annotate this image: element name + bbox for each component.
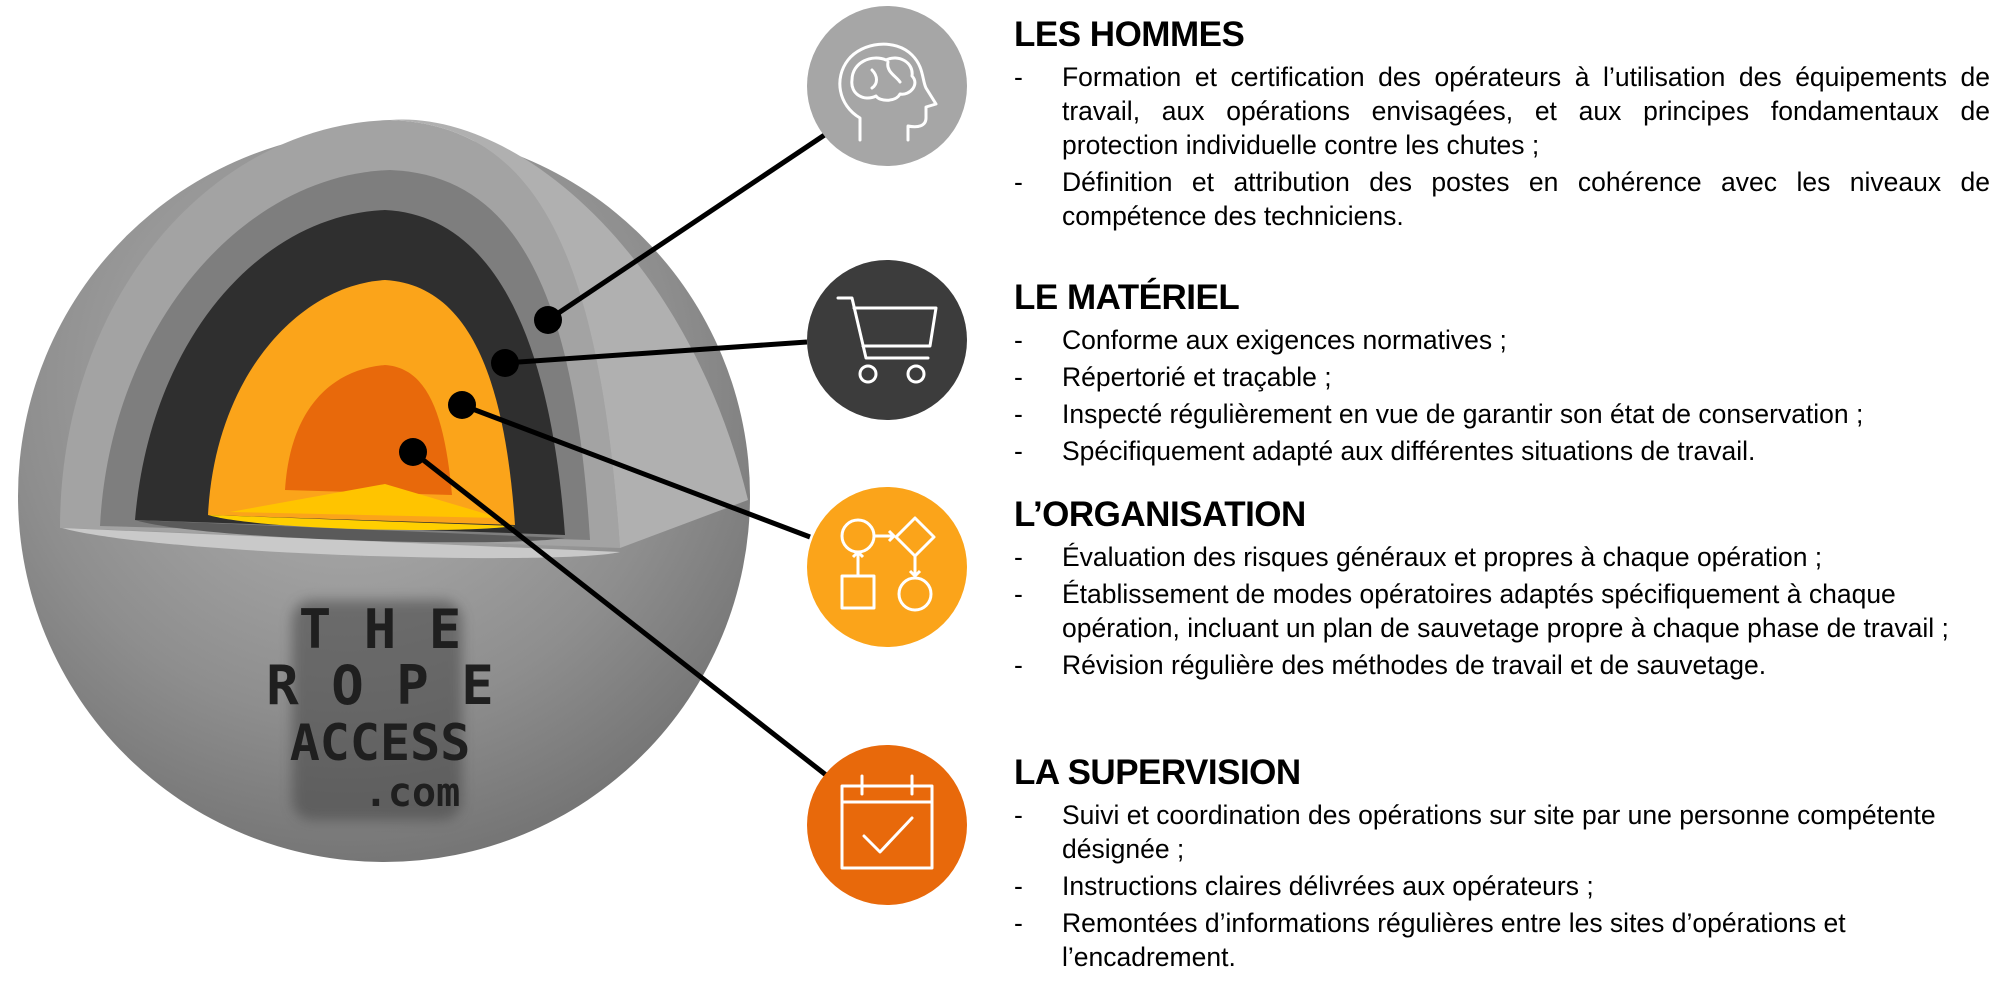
section-title-hommes: LES HOMMES [1014,15,1245,54]
connector-supervision [411,450,828,777]
section-title-organisation: L’ORGANISATION [1014,495,1306,534]
sphere-cut-plane-inner [135,520,565,543]
shopping-cart-icon [836,296,938,384]
list-item: -Spécifiquement adapté aux différentes s… [1014,436,1756,466]
logo-line-4: .com [364,770,460,816]
logo-line-3: ACCESS [290,714,471,772]
list-item: -Inspecté régulièrement en vue de garant… [1014,399,1864,429]
dot-materiel [491,349,519,377]
sphere-core-base [230,484,500,518]
head-brain-icon [838,42,938,142]
list-item: -Remontées d’informations régulières ent… [1014,908,1846,972]
list-item: -Révision régulière des méthodes de trav… [1014,650,1767,680]
sphere-cut-plane [62,528,620,559]
section-materiel: LE MATÉRIEL -Conforme aux exigences norm… [1014,277,1990,471]
list-item: -Conforme aux exigences normatives ; [1014,325,1507,355]
connector-dots [399,306,562,466]
list-item: -Suivi et coordination des opérations su… [1014,800,1936,864]
connectors [411,131,828,777]
icon-materiel [807,260,967,420]
flowchart-icon [840,516,936,612]
connector-hommes [546,131,828,323]
list-item: -Instructions claires délivrées aux opér… [1014,871,1594,901]
logo-line-2: R O P E [266,654,494,717]
section-title-supervision: LA SUPERVISION [1014,753,1301,792]
logo-line-1: T H E [299,598,462,661]
section-list-organisation: -Évaluation des risques généraux et prop… [1014,540,1990,682]
connector-organisation [461,402,811,540]
section-list-supervision: -Suivi et coordination des opérations su… [1014,798,1990,974]
section-supervision: LA SUPERVISION -Suivi et coordination de… [1014,752,1990,977]
section-list-materiel: -Conforme aux exigences normatives ; -Ré… [1014,323,1990,468]
section-title-materiel: LE MATÉRIEL [1014,278,1240,317]
dot-organisation [448,391,476,419]
sphere-cut-plane-yellow [208,515,515,531]
list-item: -Formation et certification des opérateu… [1014,62,1990,160]
connector-materiel [504,339,808,366]
sphere-shell-face [390,119,748,549]
section-list-hommes: -Formation et certification des opérateu… [1014,60,1990,233]
list-item: -Évaluation des risques généraux et prop… [1014,542,1823,572]
icon-hommes [807,6,967,166]
list-item: -Définition et attribution des postes en… [1014,167,1990,231]
list-item: -Répertorié et traçable ; [1014,362,1332,392]
icon-supervision [807,745,967,905]
logo: T H E R O P E ACCESS .com [266,598,494,820]
sphere [18,119,750,862]
section-hommes: LES HOMMES -Formation et certification d… [1014,14,1990,236]
section-organisation: L’ORGANISATION -Évaluation des risques g… [1014,494,1990,685]
list-item: -Établissement de modes opératoires adap… [1014,579,1949,643]
calendar-check-icon [840,774,934,870]
dot-supervision [399,438,427,466]
icon-organisation [807,487,967,647]
dot-hommes [534,306,562,334]
